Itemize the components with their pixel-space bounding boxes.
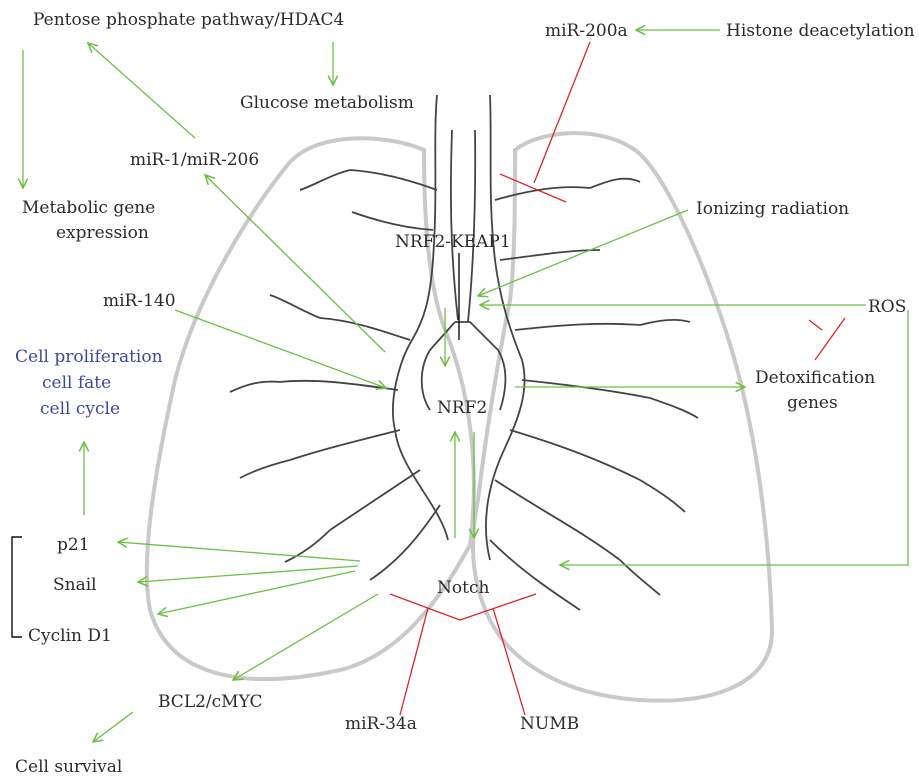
label-ionizing: Ionizing radiation [696,199,849,219]
label-histone: Histone deacetylation [726,21,915,41]
label-mir200a: miR-200a [545,21,628,41]
label-detox-2: genes [787,393,838,413]
label-metabolic-2: expression [56,223,149,243]
label-snail: Snail [53,575,97,595]
arrow-to-snail [138,566,358,582]
arrow-mir1-to-pentose [88,43,195,138]
arrow-bcl2-to-survival [93,712,133,742]
arrow-to-bcl2 [233,594,378,680]
label-ros: ROS [868,297,906,317]
arrow-airway-to-mir1 [205,175,385,352]
label-nrf2: NRF2 [437,398,487,418]
arrow-ionizing-to-airway [478,210,688,296]
label-glucose: Glucose metabolism [240,93,414,113]
label-p21: p21 [57,535,90,555]
label-prolif-3: cell cycle [40,399,120,419]
cyclin-bracket [12,537,22,637]
label-prolif-2: cell fate [42,373,111,393]
label-prolif-1: Cell proliferation [15,347,163,367]
label-mir1: miR-1/miR-206 [130,150,259,170]
arrow-to-p21 [118,542,360,561]
label-numb: NUMB [520,714,579,734]
label-mir140: miR-140 [103,291,176,311]
arrow-ros-loop-to-lung [560,310,908,565]
label-survival: Cell survival [15,757,122,777]
label-pentose: Pentose phosphate pathway/HDAC4 [33,10,344,30]
label-metabolic-1: Metabolic gene [22,198,155,218]
label-detox-1: Detoxification [755,368,875,388]
label-nrf2keap1: NRF2-KEAP1 [395,232,511,252]
label-cyclin: Cyclin D1 [28,626,112,646]
label-bcl2: BCL2/cMYC [158,692,263,712]
label-notch: Notch [437,578,489,598]
airway-tree [230,95,698,610]
label-mir34a: miR-34a [345,714,417,734]
left-lung-outline [147,138,474,679]
arrow-to-cyclin [158,571,355,614]
